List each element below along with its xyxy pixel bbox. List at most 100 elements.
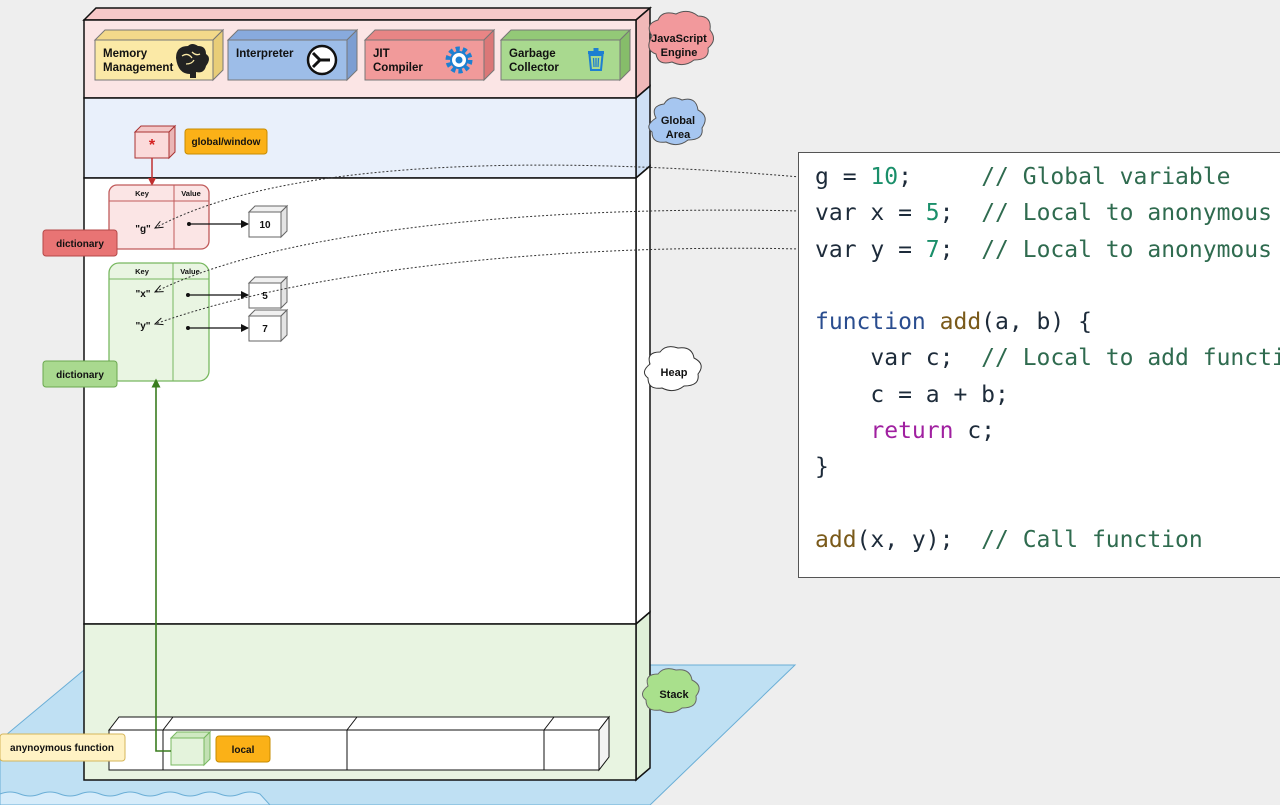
engine-cloud-line-2: Engine [661, 47, 698, 59]
stack-cloud-label: Stack [659, 689, 689, 701]
value-5-text: 5 [262, 291, 268, 302]
anonymous-function-label: anynoymous function [0, 733, 126, 762]
engine-box-right-side-top [635, 6, 651, 100]
gc-label-1: Garbage [509, 48, 556, 60]
code-token: ; [939, 236, 982, 263]
code-token: c; [953, 418, 996, 445]
code-token: 10 [870, 164, 899, 190]
code-token: var y = [815, 236, 926, 263]
gear-icon [445, 46, 473, 74]
local-dict-key-x: "x" [135, 289, 150, 300]
heap-cloud: Heap [644, 346, 702, 392]
interpreter-icon [306, 44, 338, 76]
value-cube-5: 5 [247, 275, 289, 310]
value-cube-10: 10 [247, 204, 289, 239]
global-dict-key-g: "g" [135, 224, 151, 235]
code-token: var x = [815, 200, 926, 227]
local-dictionary: Key Value "x" "y" [108, 262, 210, 382]
value-cube-7: 7 [247, 308, 289, 343]
y-connector [155, 247, 801, 324]
brain-icon [176, 44, 209, 78]
stack-local-tag: local [215, 735, 271, 763]
code-token: 7 [925, 236, 940, 263]
global-window-text: global/window [192, 137, 261, 148]
trash-icon [588, 48, 604, 71]
local-dict-value-header: Value [180, 267, 200, 276]
value-10-text: 10 [259, 220, 271, 231]
pointer-symbol: * [149, 137, 156, 154]
global-window-tag: global/window [184, 128, 268, 155]
interpreter-block: Interpreter [226, 28, 359, 82]
stack-local-cube [169, 730, 212, 767]
global-dict-value-header: Value [181, 189, 201, 198]
global-cloud-line-1: Global [661, 115, 695, 127]
code-line: function add(a, b) { [815, 304, 1280, 340]
engine-cloud-line-1: JavaScript [651, 33, 707, 45]
local-tag-text: local [232, 745, 255, 756]
local-dict-key-header: Key [135, 267, 150, 276]
code-line [815, 486, 1280, 522]
svg-text:Interpreter: Interpreter [236, 48, 294, 60]
memory-label-2: Management [103, 62, 173, 74]
code-line: g = 10; // Global variable [815, 159, 1280, 195]
code-line: return c; [815, 413, 1280, 449]
global-cloud-line-2: Area [666, 129, 691, 141]
global-dictionary: Key Value "g" [108, 184, 210, 250]
stack-cloud: Stack [642, 668, 700, 714]
code-token: (x, y); [856, 526, 982, 553]
wavy-base [0, 791, 271, 805]
code-token: // Local to anonymous [981, 200, 1272, 227]
code-token: add [815, 526, 857, 553]
local-dict-label-text: dictionary [56, 370, 104, 381]
interpreter-label: Interpreter [236, 48, 294, 60]
code-token: 5 [925, 200, 940, 227]
code-token: return [870, 418, 954, 445]
jit-label-2: Compiler [373, 62, 423, 74]
global-dict-label-text: dictionary [56, 239, 104, 250]
engine-box-right-side-heap [635, 164, 651, 626]
code-token: // Local to anonymous [981, 236, 1272, 263]
engine-box-right-side-global [635, 84, 651, 180]
global-dict-key-header: Key [135, 189, 150, 198]
engine-box-top [82, 7, 653, 21]
memory-label-1: Memory [103, 48, 148, 60]
code-token: // Local to add function [981, 345, 1280, 372]
code-token: c = a + b; [815, 381, 1009, 408]
code-line: add(x, y); // Call function [815, 522, 1280, 558]
code-token: (a, b) { [981, 309, 1092, 336]
gc-label-2: Collector [509, 62, 559, 74]
code-line: var y = 7; // Local to anonymous [815, 232, 1280, 268]
heap-section [83, 177, 637, 625]
jit-label-1: JIT [373, 48, 390, 60]
global-dict-label: dictionary [42, 229, 118, 257]
code-line: } [815, 449, 1280, 485]
global-pointer-cube: * [133, 124, 177, 160]
code-token: // Call function [981, 526, 1203, 553]
code-token: g = [815, 164, 871, 190]
code-token: function [815, 309, 940, 336]
code-line: var x = 5; // Local to anonymous [815, 195, 1280, 231]
anonymous-function-text: anynoymous function [10, 743, 114, 754]
code-line: var c; // Local to add function [815, 340, 1280, 376]
local-to-dictionary-arrow [151, 378, 171, 752]
local-dict-label: dictionary [42, 360, 118, 388]
jit-compiler-block: JIT Compiler [363, 28, 496, 82]
code-token: ; [939, 200, 982, 227]
local-dict-key-y: "y" [135, 321, 150, 332]
value-7-text: 7 [262, 324, 268, 335]
code-token: // Global variable [981, 164, 1231, 190]
code-token: ; [898, 164, 982, 190]
code-token: } [815, 454, 829, 481]
